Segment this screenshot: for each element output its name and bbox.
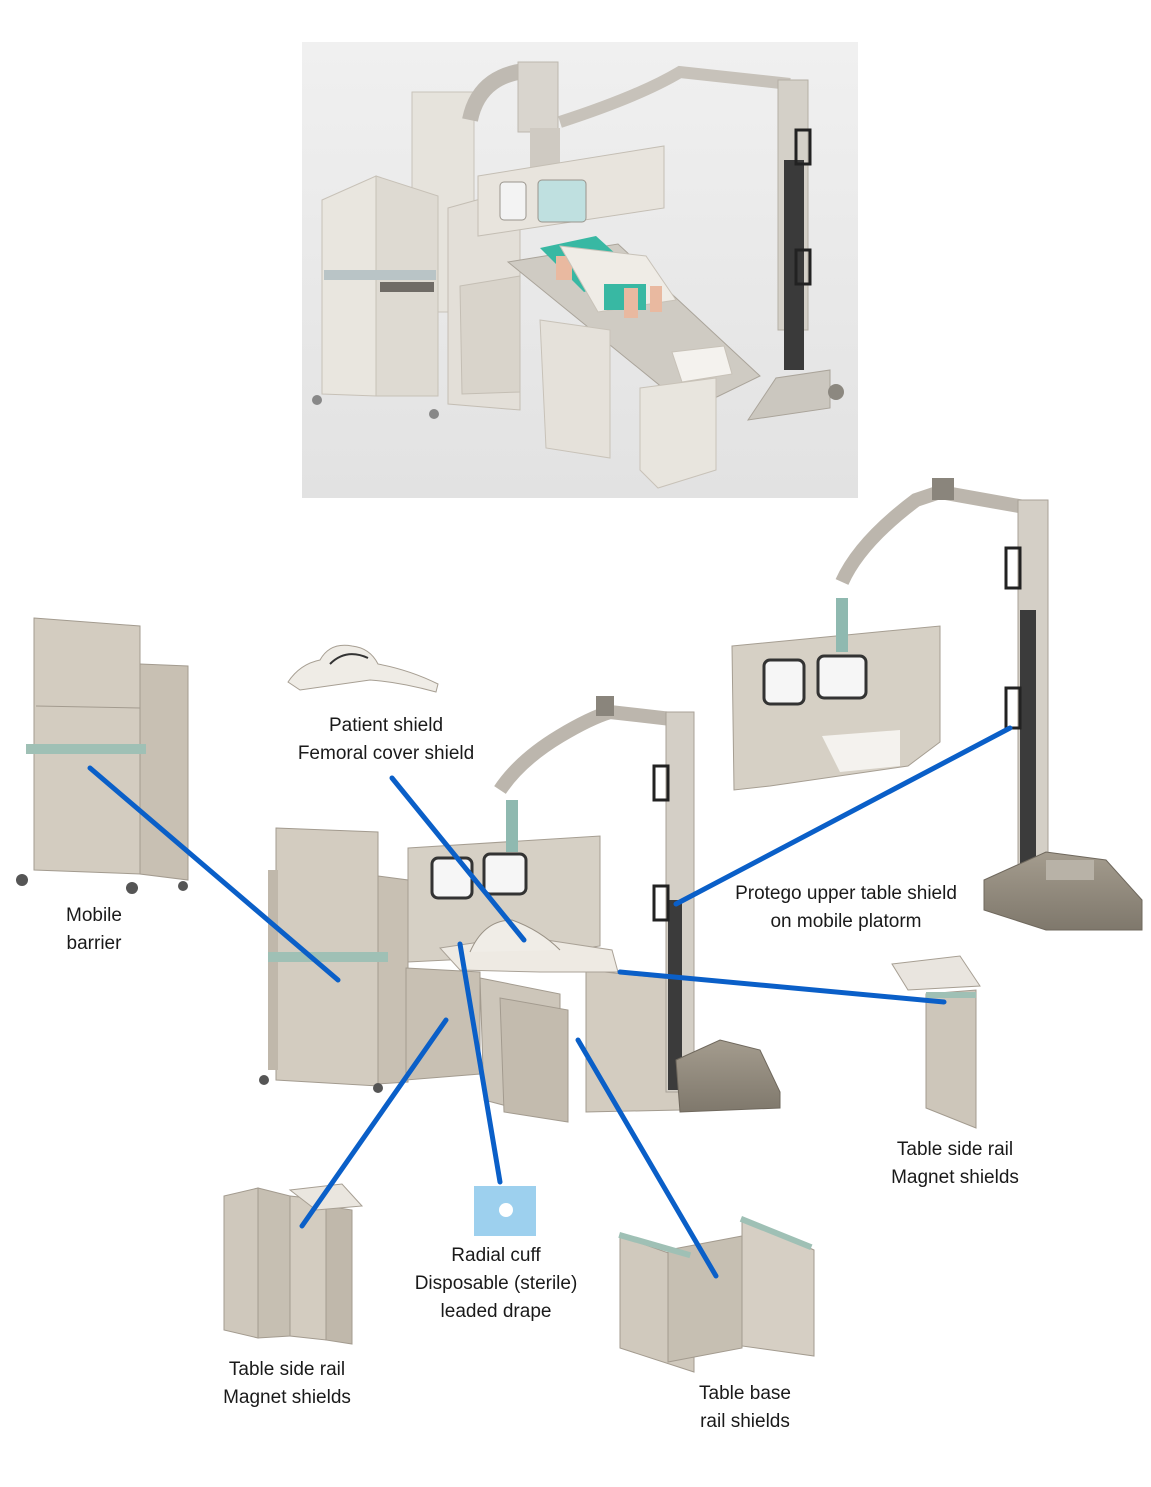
side-rail-left-label: Table side rail Magnet shields bbox=[223, 1359, 351, 1408]
exploded-assembly-image bbox=[16, 478, 1143, 1373]
mobile-barrier-part bbox=[16, 617, 189, 894]
radial-cuff-label: Radial cuff Disposable (sterile) leaded … bbox=[414, 1245, 578, 1322]
side-rail-shield-right-part bbox=[891, 955, 981, 1129]
leader-mobile-barrier bbox=[87, 765, 341, 983]
mobile-barrier-label: Mobile barrier bbox=[66, 905, 122, 954]
side-rail-shield-left-part bbox=[223, 1183, 364, 1345]
radial-cuff-drape-part bbox=[474, 1186, 536, 1236]
leader-side-rail-right bbox=[617, 969, 947, 1005]
base-rail-label: Table base rail shields bbox=[699, 1383, 791, 1432]
leader-base-rail bbox=[575, 1037, 719, 1279]
patient-shield-label: Patient shield Femoral cover shield bbox=[297, 715, 475, 764]
leader-upper-table-shield bbox=[673, 725, 1013, 907]
base-rail-shield-part bbox=[618, 1216, 815, 1373]
upper-table-shield-part bbox=[731, 478, 1143, 931]
upper-table-shield-label: Protego upper table shield on mobile pla… bbox=[735, 883, 957, 932]
patient-shield-part bbox=[287, 644, 439, 693]
main-assembly-part bbox=[259, 696, 781, 1123]
leader-side-rail-left bbox=[299, 1017, 449, 1229]
leader-patient-shield bbox=[389, 775, 527, 943]
leader-radial-cuff bbox=[457, 941, 503, 1185]
overview-render-image bbox=[302, 42, 858, 498]
side-rail-right-label: Table side rail Magnet shields bbox=[891, 1139, 1019, 1188]
